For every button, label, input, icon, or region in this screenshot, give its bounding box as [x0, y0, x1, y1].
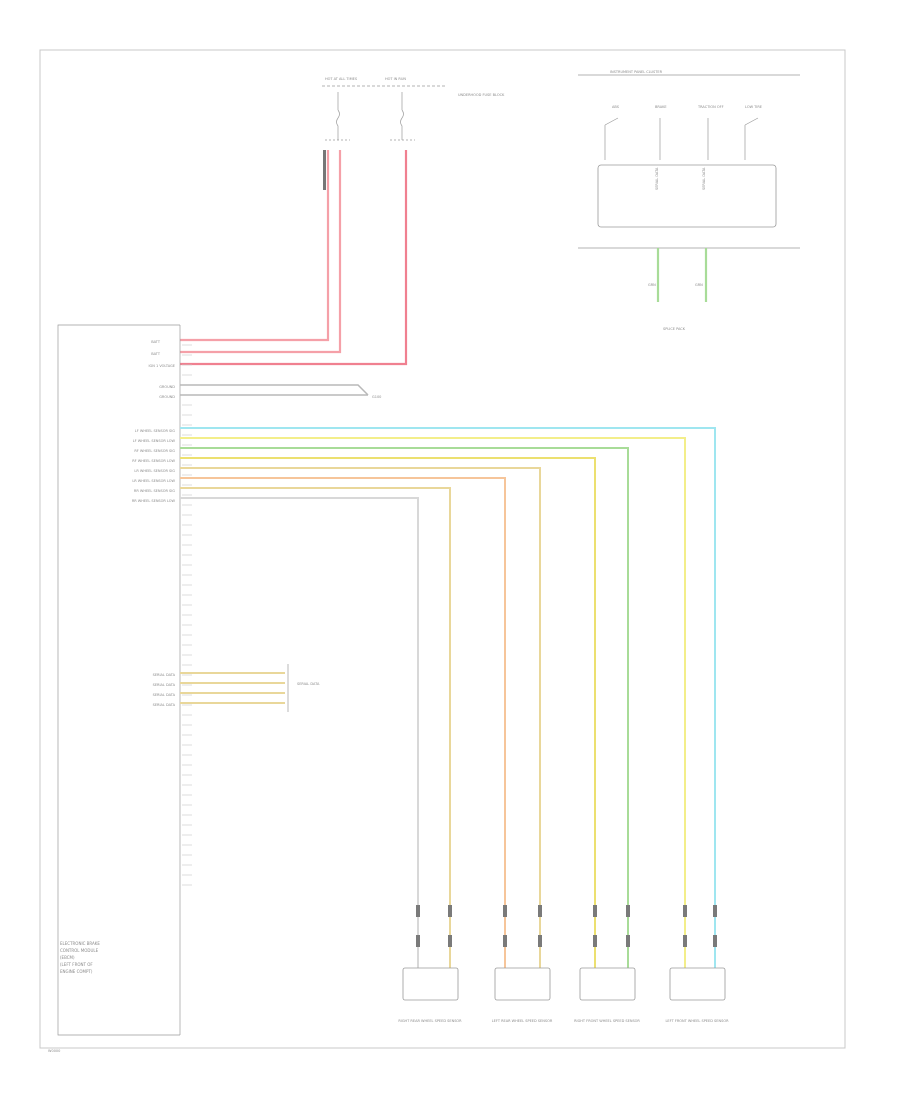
wire-batt-2	[180, 150, 342, 354]
pin-label-rr-sig: RR WHEEL SENSOR SIG	[134, 489, 175, 493]
sensor-wire	[180, 497, 419, 968]
pin-label-rr-low: RR WHEEL SENSOR LOW	[132, 499, 176, 503]
instrument-panel-cluster: INSTRUMENT PANEL CLUSTER ABS BRAKE TRACT…	[578, 70, 800, 331]
pin-label-batt-2: BATT	[151, 352, 161, 356]
pin-label-lr-low: LR WHEEL SENSOR LOW	[132, 479, 175, 483]
connector-pin	[713, 935, 717, 947]
wheel-speed-sensors: RIGHT REAR WHEEL SPEED SENSOR LEFT REAR …	[398, 967, 729, 1023]
pin-label-serial-3: SERIAL DATA	[153, 693, 176, 697]
ebcm-caption: ELECTRONIC BRAKE CONTROL MODULE (EBCM) (…	[60, 941, 100, 974]
ebcm-caption-line-3: (EBCM)	[60, 955, 75, 960]
pin-label-ground-2: GROUND	[159, 395, 175, 399]
ground-label: G100	[372, 395, 381, 399]
pin-label-serial-2: SERIAL DATA	[153, 683, 176, 687]
ipc-indicators: ABS BRAKE TRACTION OFF LOW TIRE	[604, 105, 762, 160]
diagram-frame	[39, 49, 846, 1049]
connector-pin	[416, 935, 420, 947]
connector-pin	[626, 935, 630, 947]
fuse-label-hot-all-times: HOT AT ALL TIMES	[325, 77, 358, 81]
diagram-id: W0000	[48, 1049, 60, 1053]
ebcm-pin-column	[182, 344, 192, 886]
pin-label-ign: IGN 1 VOLTAGE	[149, 364, 176, 368]
indicator-brake: BRAKE	[655, 105, 667, 109]
pin-label-serial-4: SERIAL DATA	[153, 703, 176, 707]
sensor-left-rear: LEFT REAR WHEEL SPEED SENSOR	[492, 967, 553, 1023]
sensor-right-rear: RIGHT REAR WHEEL SPEED SENSOR	[398, 967, 462, 1023]
pin-label-rf-low: RF WHEEL SENSOR LOW	[132, 459, 175, 463]
indicator-low-tire: LOW TIRE	[745, 105, 762, 109]
sensor-label-lf: LEFT FRONT WHEEL SPEED SENSOR	[665, 1019, 729, 1023]
pin-label-batt-1: BATT	[151, 340, 161, 344]
indicator-traction-off: TRACTION OFF	[697, 105, 724, 109]
ipc-serial-data-1: SERIAL DATA	[655, 167, 659, 190]
sensor-right-front: RIGHT FRONT WHEEL SPEED SENSOR	[574, 967, 640, 1023]
sensor-wire	[180, 487, 451, 968]
sensor-wire	[180, 427, 716, 968]
ebcm-caption-line-2: CONTROL MODULE	[60, 948, 99, 953]
connector-pin	[448, 935, 452, 947]
ipc-wire-color-2: GRN	[695, 283, 703, 287]
connector-pin	[683, 905, 687, 917]
sensor-wires	[180, 427, 717, 968]
ipc-wire-color-1: GRN	[648, 283, 656, 287]
sensor-label-rr: RIGHT REAR WHEEL SPEED SENSOR	[398, 1019, 462, 1023]
connector-pin	[448, 905, 452, 917]
sensor-wire	[180, 437, 686, 968]
indicator-abs: ABS	[612, 105, 620, 109]
connector-pin	[593, 905, 597, 917]
sensor-label-rf: RIGHT FRONT WHEEL SPEED SENSOR	[574, 1019, 640, 1023]
sensor-left-front: LEFT FRONT WHEEL SPEED SENSOR	[665, 967, 729, 1023]
sensor-wire	[180, 477, 506, 968]
pin-label-lf-low: LF WHEEL SENSOR LOW	[133, 439, 176, 443]
pin-label-ground-1: GROUND	[159, 385, 175, 389]
pin-label-serial-1: SERIAL DATA	[153, 673, 176, 677]
connector-pin	[713, 905, 717, 917]
ebcm-caption-line-1: ELECTRONIC BRAKE	[60, 941, 100, 946]
pin-label-lf-sig: LF WHEEL SENSOR SIG	[135, 429, 175, 433]
sensor-wire	[180, 457, 596, 968]
ebcm-caption-line-4: (LEFT FRONT OF	[60, 962, 93, 967]
connector-pin	[683, 935, 687, 947]
ebcm-pin-labels: BATT BATT IGN 1 VOLTAGE GROUND GROUND LF…	[132, 340, 176, 707]
connector-pin	[416, 905, 420, 917]
fuse-block-name: UNDERHOOD FUSE BLOCK	[458, 93, 505, 97]
serial-junction-label: SERIAL DATA	[297, 682, 320, 686]
ebcm-module: ELECTRONIC BRAKE CONTROL MODULE (EBCM) (…	[57, 324, 192, 1036]
fuse-label-hot-in-run: HOT IN RUN	[385, 77, 406, 81]
pin-label-rf-sig: RF WHEEL SENSOR SIG	[134, 449, 175, 453]
sensor-wire	[180, 467, 541, 968]
ipc-title: INSTRUMENT PANEL CLUSTER	[610, 70, 663, 74]
ipc-splice-label: SPLICE PACK	[663, 327, 686, 331]
ipc-serial-data-2: SERIAL DATA	[702, 167, 706, 190]
connector-pin	[503, 935, 507, 947]
wire-batt-1	[180, 150, 330, 342]
power-wires	[180, 150, 408, 366]
connector-pin	[626, 905, 630, 917]
ground-wires: G100	[180, 384, 381, 399]
sensor-wire	[180, 447, 629, 968]
pin-label-lr-sig: LR WHEEL SENSOR SIG	[134, 469, 175, 473]
serial-data-wires: SERIAL DATA	[180, 664, 320, 712]
connector-pin	[593, 935, 597, 947]
connector-pin	[538, 935, 542, 947]
ebcm-caption-line-5: ENGINE COMPT)	[60, 969, 93, 974]
wire-ign-1	[180, 150, 408, 366]
connector-pin	[503, 905, 507, 917]
sensor-label-lr: LEFT REAR WHEEL SPEED SENSOR	[492, 1019, 553, 1023]
underhood-fuse-block: HOT AT ALL TIMES HOT IN RUN UNDERHOOD FU…	[322, 77, 505, 190]
connector-pin	[538, 905, 542, 917]
